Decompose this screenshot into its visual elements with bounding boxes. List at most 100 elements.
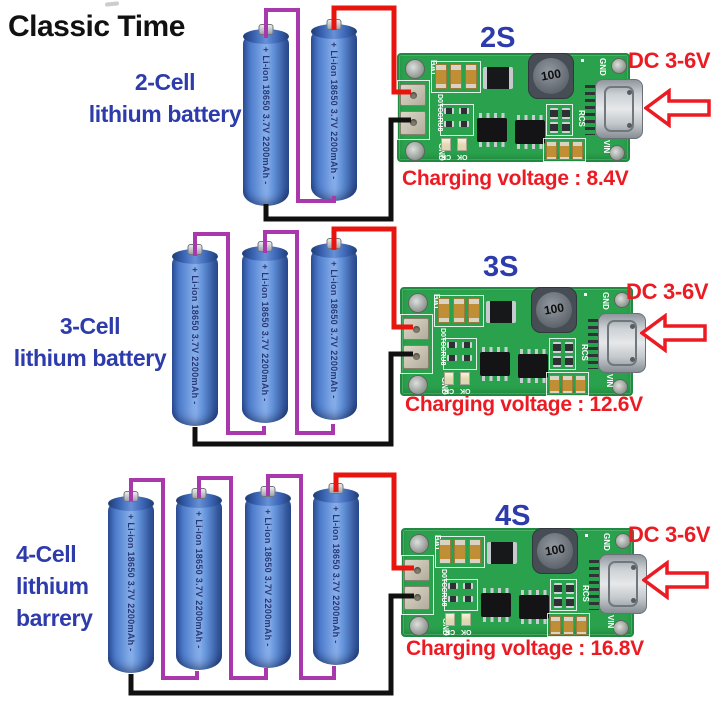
smd-capacitor [468,298,480,323]
smd-resistor [463,583,473,589]
power-inductor: 100 [532,528,578,574]
pcb-label-vin: VIN [606,615,615,629]
silkscreen-box [444,579,478,611]
pcb-label-cr: CR [441,153,452,160]
mounting-hole [615,533,631,549]
module-tag-4s: 4S [495,500,531,532]
mounting-hole [405,59,425,79]
mounting-hole [612,379,628,395]
battery-18650: + Li-ion 18650 3.7V 2200mAh - [311,19,357,201]
negative-wire [192,351,413,447]
left-arrow-icon [642,560,709,600]
pcb-label-rcs: RCS [581,585,590,602]
status-led [457,138,467,151]
battery-18650: + Li-ion 18650 3.7V 2200mAh - [242,241,288,423]
battery-print: + Li-ion 18650 3.7V 2200mAh - [190,267,200,405]
silkscreen-box [543,138,586,162]
silkscreen-box [546,372,589,396]
arrow-shape [642,560,709,600]
inductor-value: 100 [539,66,563,84]
sop8-ic [480,347,510,381]
battery-positive-terminal [326,19,342,30]
usb-solder-pins [585,85,595,135]
smd-capacitor [469,539,481,564]
smd-resistor [462,355,472,361]
smd-resistor [459,108,469,114]
silkscreen-box [550,579,577,611]
smd-capacitor [550,616,561,635]
battery-print: + Li-ion 18650 3.7V 2200mAh - [261,47,271,185]
smd-resistor [444,108,454,114]
status-led [441,138,451,151]
status-led [461,613,471,626]
mounting-hole [409,616,429,636]
silkscreen-box [434,295,484,327]
charger-module-pcb: BAT D0TCCRU8 GND CR OK 100 RCS [400,287,646,396]
bat-minus-pad [404,586,430,610]
smd-capacitor [453,298,465,323]
charger-module-pcb: BAT D0TCCRU8 GND CR OK 100 RCS [397,53,643,162]
smd-capacitor [549,375,560,394]
battery-positive-terminal [191,488,207,499]
smd-capacitor [450,64,462,89]
pcb-label-rcs: RCS [580,344,589,361]
smd-resistor [566,583,574,594]
silkscreen-dots [581,59,599,71]
smd-diode [483,67,513,89]
battery-positive-terminal [260,486,276,497]
smd-capacitor [559,141,570,160]
battery-print: + Li-ion 18650 3.7V 2200mAh - [329,261,339,399]
smd-resistor [550,122,558,133]
smd-capacitor [465,64,477,89]
sop8-ic [515,115,545,149]
arrow-shape [644,88,711,128]
mounting-hole [613,620,629,636]
battery-18650: + Li-ion 18650 3.7V 2200mAh - [176,488,222,670]
smd-capacitor [454,539,466,564]
left-arrow-icon [644,88,711,128]
cell-count-label: 3-Cell [59,313,121,339]
charging-voltage-label: Charging voltage : 16.8V [406,637,644,660]
battery-positive-terminal [187,244,203,255]
sop8-ic [519,590,549,624]
arrow-shape [640,313,707,353]
smd-resistor [447,355,457,361]
charger-module-pcb: BAT D0TCCRU8 GND CR OK 100 RCS [401,528,647,637]
smd-resistor [448,596,458,602]
smd-resistor [444,121,454,127]
battery-positive-terminal [257,241,273,252]
usb-solder-pins [589,560,599,610]
silkscreen-box [400,314,433,374]
bat-minus-pad [403,345,429,369]
bat-plus-pad [403,318,429,340]
battery-positive-terminal [326,238,342,249]
battery-print: + Li-ion 18650 3.7V 2200mAh - [260,264,270,402]
pcb-label-ok: OK [457,153,468,160]
power-inductor: 100 [531,287,577,333]
smd-resistor [562,108,570,119]
dc-input-label: DC 3-6V [626,279,709,304]
usb-solder-pins [588,319,598,369]
usb-c-port [598,313,646,373]
sop8-ic [481,588,511,622]
battery-print: + Li-ion 18650 3.7V 2200mAh - [329,42,339,180]
battery-print: + Li-ion 18650 3.7V 2200mAh - [126,514,136,652]
cell-count-label: 4-Cell [16,541,77,567]
inductor-value: 100 [542,300,566,318]
battery-type-label: lithium battery [13,345,167,371]
silkscreen-box [435,536,485,568]
smd-resistor [562,122,570,133]
battery-18650: + Li-ion 18650 3.7V 2200mAh - [313,483,359,665]
smd-resistor [463,596,473,602]
charging-voltage-label: Charging voltage : 8.4V [402,167,629,190]
smd-resistor [554,583,562,594]
smd-resistor [566,597,574,608]
mounting-hole [609,145,625,161]
silkscreen-box [443,338,477,370]
pcb-label-rcs: RCS [577,110,586,127]
smd-resistor [553,356,561,367]
watermark-dash [104,1,120,7]
smd-resistor [565,342,573,353]
battery-18650: + Li-ion 18650 3.7V 2200mAh - [108,491,154,673]
